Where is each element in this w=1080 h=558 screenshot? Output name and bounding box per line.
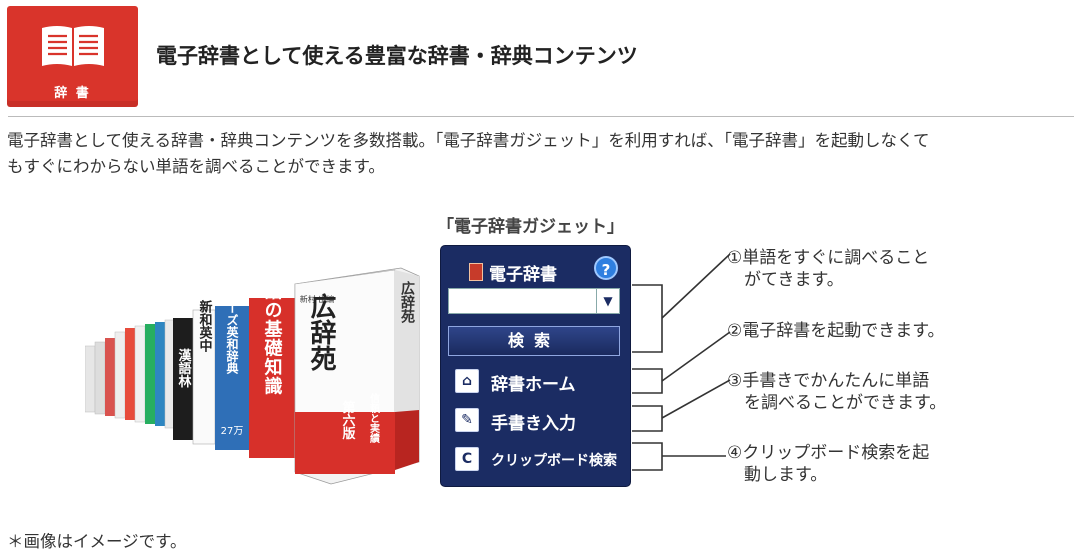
dictionary-books-image: 漢語林 新和英中 リーダーズ英和辞典 27万 現代用語の基礎知識 新村 出編 広…: [85, 262, 420, 485]
description-line-1: 電子辞書として使える辞書・辞典コンテンツを多数搭載。「電子辞書ガジェット」を利用…: [7, 131, 930, 150]
clipboard-search-button[interactable]: C クリップボード検索: [455, 444, 625, 474]
leader-2: [661, 331, 731, 382]
help-button[interactable]: ?: [594, 256, 618, 280]
bracket-1: [632, 284, 663, 353]
gendai-book-title: 現代用語の基礎知識: [262, 262, 284, 396]
home-icon: ⌂: [455, 369, 479, 393]
readers-book: [215, 306, 249, 450]
pen-icon: ✎: [455, 408, 479, 432]
chevron-down-icon[interactable]: ▼: [596, 288, 620, 314]
background-books: [85, 319, 176, 429]
kojien-edition: 第六版: [340, 400, 356, 441]
clipboard-search-label: クリップボード検索: [491, 453, 617, 469]
dictionary-icon: [469, 263, 483, 281]
note-2: ②電子辞書を起動できます。: [727, 320, 945, 342]
dictionary-home-label: 辞書ホーム: [491, 375, 576, 395]
gendai-book: [249, 298, 295, 458]
description: 電子辞書として使える辞書・辞典コンテンツを多数搭載。「電子辞書ガジェット」を利用…: [7, 128, 1075, 180]
note-1: ①単語をすぐに調べること がてきます。: [727, 247, 929, 291]
kojien-author: 新村 出編: [300, 294, 335, 304]
note-2-line-1: ②電子辞書を起動できます。: [727, 321, 945, 341]
kojien-title: 広辞苑: [306, 292, 336, 372]
wae-book-title: 新和英中: [197, 299, 214, 353]
logo-label: 辞 書: [54, 86, 91, 101]
page-title: 電子辞書として使える豊富な辞書・辞典コンテンツ: [156, 44, 638, 68]
description-line-2: もすぐにわからない単語を調べることができます。: [7, 157, 385, 176]
kojien-subtitle: 信頼と実績: [368, 392, 381, 444]
handwriting-input-button[interactable]: ✎ 手書き入力: [455, 405, 625, 435]
leader-1: [661, 253, 731, 319]
note-4: ④クリップボード検索を起 動します。: [727, 442, 929, 486]
word-search-input[interactable]: [448, 288, 616, 314]
gadget-title: 電子辞書: [489, 265, 557, 285]
kanji-book: [173, 318, 193, 440]
dictionary-logo: 辞 書: [7, 6, 138, 107]
divider: [8, 116, 1074, 117]
dictionary-gadget: 電子辞書 ? ▼ 検索 ⌂ 辞書ホーム ✎ 手書き入力 C クリップボード検索: [440, 245, 631, 487]
image-footnote: ＊画像はイメージです。: [7, 532, 187, 551]
bracket-3: [632, 405, 663, 432]
bracket-2: [632, 368, 663, 394]
note-4-line-2: 動します。: [727, 465, 828, 485]
handwriting-input-label: 手書き入力: [491, 414, 576, 434]
note-4-line-1: ④クリップボード検索を起: [727, 443, 930, 463]
leader-3: [661, 379, 731, 419]
note-3-line-2: を調べることができます。: [727, 393, 947, 413]
book-icon: [42, 26, 104, 66]
readers-book-count: 27万: [221, 426, 244, 437]
kanji-book-title: 漢語林: [176, 348, 192, 389]
note-1-line-2: がてきます。: [727, 270, 844, 290]
feature-header: 辞 書 電子辞書として使える豊富な辞書・辞典コンテンツ: [0, 0, 1080, 116]
note-3-line-1: ③手書きでかんたんに単語: [727, 371, 930, 391]
bracket-4: [632, 442, 663, 471]
clipboard-icon: C: [455, 447, 479, 471]
readers-book-title: リーダーズ英和辞典: [225, 266, 239, 375]
gadget-caption: 「電子辞書ガジェット」: [437, 217, 624, 237]
search-button[interactable]: 検索: [448, 326, 620, 356]
note-3: ③手書きでかんたんに単語 を調べることができます。: [727, 370, 946, 414]
kojien-spine-title: 広辞苑: [399, 280, 416, 324]
note-1-line-1: ①単語をすぐに調べること: [727, 248, 930, 268]
gadget-header: 電子辞書 ?: [441, 250, 630, 286]
dictionary-home-button[interactable]: ⌂ 辞書ホーム: [455, 366, 625, 396]
